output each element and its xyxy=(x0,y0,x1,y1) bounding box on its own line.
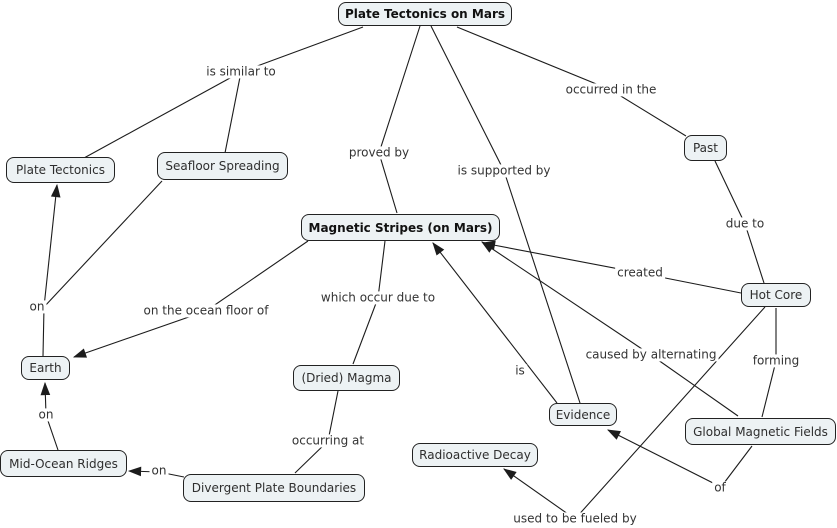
link-label-is-supported-by[interactable]: is supported by xyxy=(455,163,553,178)
edge-proved-by xyxy=(378,25,421,214)
link-label-on-2[interactable]: on xyxy=(36,407,56,422)
edge-on1-to-plate-tectonics xyxy=(43,183,61,308)
link-label-caused-by-alternating[interactable]: caused by alternating xyxy=(583,347,719,362)
node-divergent-plate-boundaries[interactable]: Divergent Plate Boundaries xyxy=(183,474,365,502)
link-label-is-similar-to[interactable]: is similar to xyxy=(204,64,278,79)
link-label-of[interactable]: of xyxy=(712,480,728,495)
link-label-due-to[interactable]: due to xyxy=(723,216,767,231)
link-label-on-3[interactable]: on xyxy=(149,463,169,478)
node-hot-core[interactable]: Hot Core xyxy=(741,283,811,307)
edge-is-similar-to-from-mars xyxy=(240,26,364,73)
link-label-is[interactable]: is xyxy=(513,363,527,378)
node-plate-tectonics-on-mars[interactable]: Plate Tectonics on Mars xyxy=(338,2,512,26)
node-plate-tectonics[interactable]: Plate Tectonics xyxy=(6,157,115,183)
node-global-magnetic-fields[interactable]: Global Magnetic Fields xyxy=(685,418,836,445)
node-dried-magma[interactable]: (Dried) Magma xyxy=(293,365,400,391)
node-seafloor-spreading[interactable]: Seafloor Spreading xyxy=(157,152,288,180)
edge-caused-by-alternating xyxy=(481,241,739,417)
edge-on1-from-seafloor xyxy=(43,180,163,308)
link-label-proved-by[interactable]: proved by xyxy=(346,145,412,160)
node-radioactive-decay[interactable]: Radioactive Decay xyxy=(412,443,538,467)
link-label-forming[interactable]: forming xyxy=(750,353,802,368)
link-label-on-1[interactable]: on xyxy=(27,299,47,314)
link-label-created[interactable]: created xyxy=(615,265,665,280)
edge-occurring-at xyxy=(294,390,339,474)
edge-on1-to-earth xyxy=(42,306,45,357)
node-past[interactable]: Past xyxy=(684,135,727,161)
link-label-used-to-be-fueled-by[interactable]: used to be fueled by xyxy=(511,511,639,526)
edge-is-similar-to-to-plate-tectonics xyxy=(83,71,242,159)
link-label-which-occur-due-to[interactable]: which occur due to xyxy=(318,290,438,305)
node-evidence[interactable]: Evidence xyxy=(549,403,617,426)
link-label-on-the-ocean-floor-of[interactable]: on the ocean floor of xyxy=(141,303,271,318)
edge-on-the-ocean-floor-of xyxy=(72,240,309,358)
node-mid-ocean-ridges[interactable]: Mid-Ocean Ridges xyxy=(0,450,127,477)
link-label-occurring-at[interactable]: occurring at xyxy=(289,433,367,448)
link-label-occurred-in-the[interactable]: occurred in the xyxy=(563,82,659,97)
edge-is-similar-to-to-seafloor xyxy=(224,71,242,154)
node-magnetic-stripes-on-mars[interactable]: Magnetic Stripes (on Mars) xyxy=(301,214,500,241)
node-earth[interactable]: Earth xyxy=(21,356,70,380)
edge-is xyxy=(432,242,558,404)
